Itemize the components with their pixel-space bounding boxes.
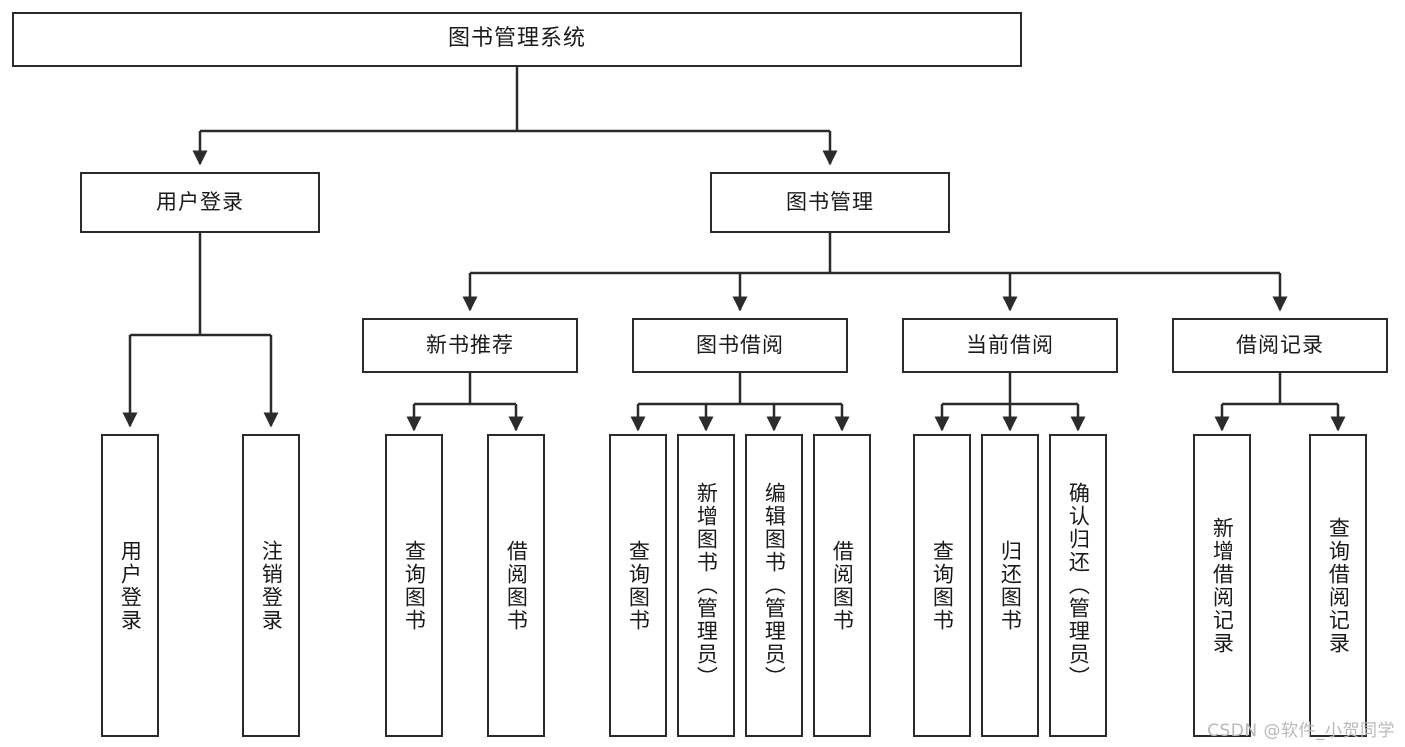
leaf-user-login-signout[interactable]: 注销登录 [242,434,300,737]
node-label: 借阅图书 [830,539,855,632]
node-label: 注销登录 [259,539,284,632]
node-label: 当前借阅 [966,332,1054,357]
node-label: 查询图书 [930,539,955,632]
node-label: 用户登录 [118,539,143,632]
leaf-borrow-add-book-admin[interactable]: 新增图书（管理员） [677,434,735,737]
leaf-recommend-query-book[interactable]: 查询图书 [385,434,443,737]
node-label: 借阅记录 [1236,332,1324,357]
node-book-borrow[interactable]: 图书借阅 [632,318,848,373]
leaf-recommend-borrow-book[interactable]: 借阅图书 [487,434,545,737]
node-label: 新增借阅记录 [1210,516,1235,655]
node-root-system[interactable]: 图书管理系统 [12,12,1022,67]
leaf-current-query-book[interactable]: 查询图书 [913,434,971,737]
node-borrow-record[interactable]: 借阅记录 [1172,318,1388,373]
node-label: 编辑图书（管理员） [762,482,787,689]
node-book-management[interactable]: 图书管理 [710,172,950,233]
leaf-borrow-edit-book-admin[interactable]: 编辑图书（管理员） [745,434,803,737]
node-label: 查询借阅记录 [1326,516,1351,655]
node-label: 查询图书 [626,539,651,632]
node-label: 图书管理 [786,189,874,214]
node-user-login[interactable]: 用户登录 [80,172,320,233]
leaf-user-login-signin[interactable]: 用户登录 [101,434,159,737]
leaf-borrow-query-book[interactable]: 查询图书 [609,434,667,737]
leaf-current-return-book[interactable]: 归还图书 [981,434,1039,737]
node-label: 新增图书（管理员） [694,482,719,689]
leaf-current-confirm-return-admin[interactable]: 确认归还（管理员） [1049,434,1107,737]
node-label: 新书推荐 [426,332,514,357]
node-label: 查询图书 [402,539,427,632]
node-label: 借阅图书 [504,539,529,632]
leaf-borrow-borrow-book[interactable]: 借阅图书 [813,434,871,737]
node-label: 图书借阅 [696,332,784,357]
leaf-record-query-record[interactable]: 查询借阅记录 [1309,434,1367,737]
node-current-borrow[interactable]: 当前借阅 [902,318,1118,373]
leaf-record-add-record[interactable]: 新增借阅记录 [1193,434,1251,737]
node-label: 用户登录 [156,189,244,214]
node-label: 归还图书 [998,539,1023,632]
node-label: 图书管理系统 [447,26,586,52]
node-new-book-recommend[interactable]: 新书推荐 [362,318,578,373]
node-label: 确认归还（管理员） [1066,482,1091,689]
